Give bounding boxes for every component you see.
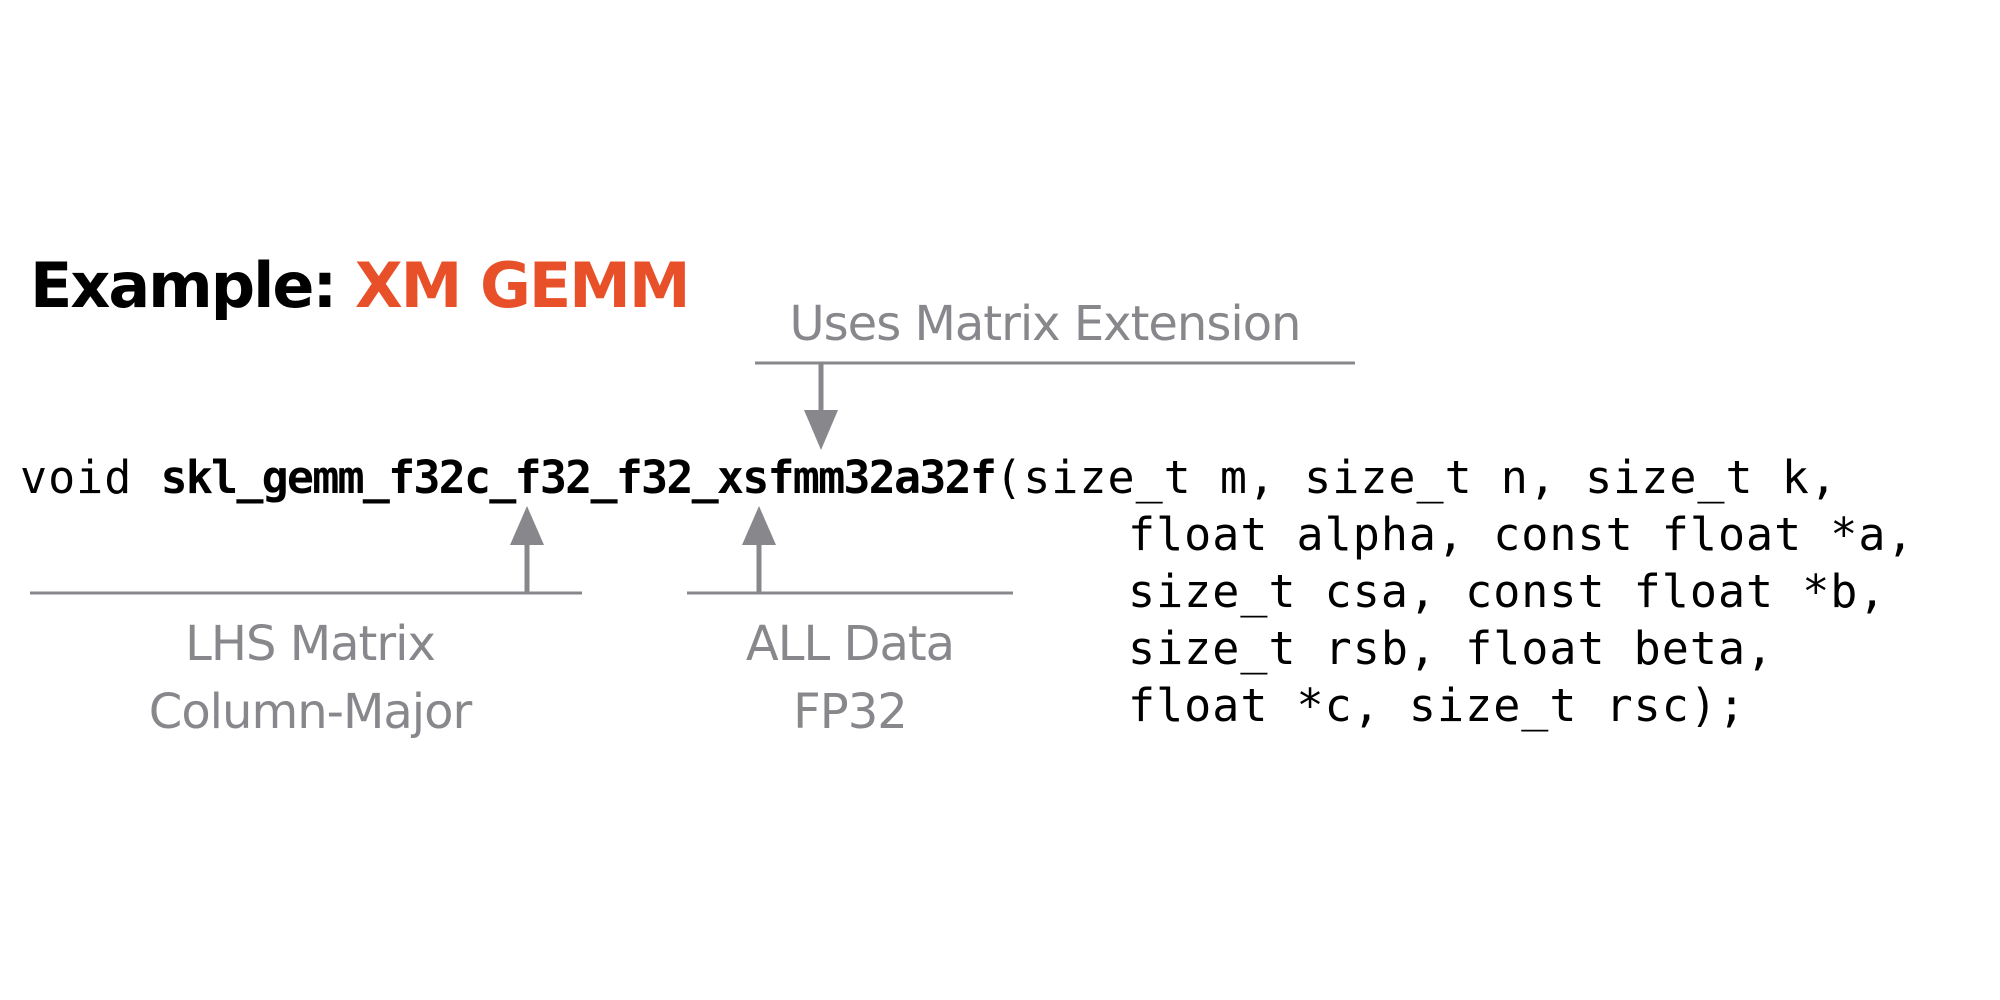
function-signature-line: void skl_gemm_f32c_f32_f32_xsfmm32a32f(s… [20,449,1838,506]
top-arrow-head-icon [804,410,838,450]
lhs-arrow-head-icon [510,506,544,545]
callout-data-line-1: ALL Data [745,616,955,672]
callout-lhs-matrix: LHS Matrix Column-Major [60,610,560,746]
slide-title: Example: XM GEMM [30,255,691,317]
callout-lhs-line-2: Column-Major [148,684,472,740]
title-highlight: XM GEMM [354,249,691,322]
param-line: size_t csa, const float *b, [1128,565,1887,618]
function-name: skl_gemm_f32c_f32_f32_xsfmm32a32f [160,451,996,504]
code-keyword: void [20,451,161,504]
code-first-args: (size_t m, size_t n, size_t k, [995,451,1838,504]
data-arrow-head-icon [742,506,776,545]
param-line: float alpha, const float *a, [1128,508,1915,561]
param-line: size_t rsb, float beta, [1128,622,1775,675]
callout-data-line-2: FP32 [793,684,908,740]
title-prefix: Example: [30,249,337,322]
callout-matrix-extension: Uses Matrix Extension [789,296,1302,352]
function-parameters: float alpha, const float *a,size_t csa, … [1128,506,1915,734]
param-line: float *c, size_t rsc); [1128,679,1747,732]
callout-lhs-line-1: LHS Matrix [185,616,436,672]
callout-all-data: ALL Data FP32 [680,610,1020,746]
